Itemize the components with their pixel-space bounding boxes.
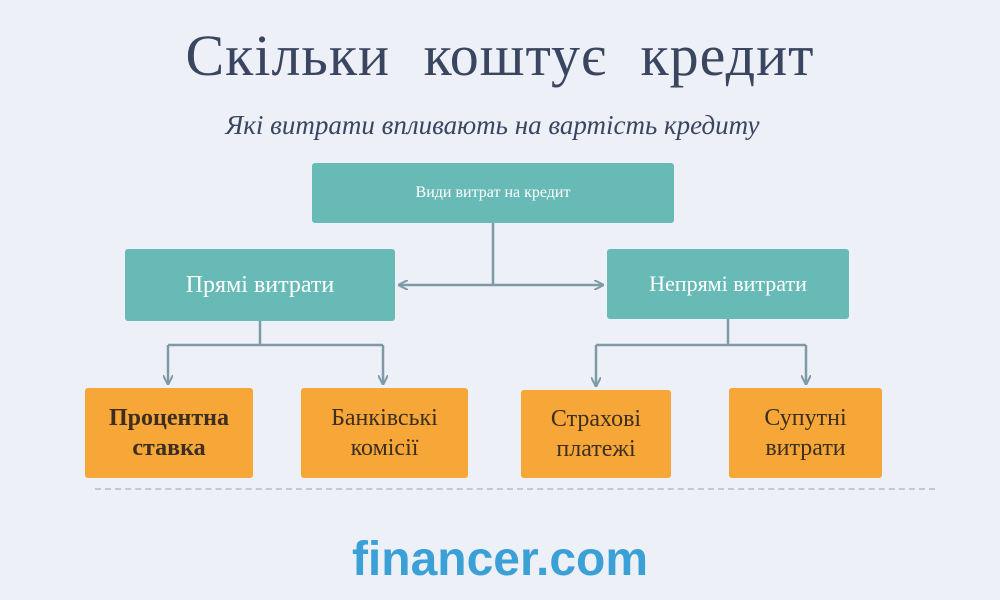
node-cost-types: Види витрат на кредит: [312, 163, 674, 223]
node-indirect-costs: Непрямі витрати: [607, 249, 849, 319]
node-insurance-payments: Страхові платежі: [521, 390, 671, 478]
node-interest-rate: Процентна ставка: [85, 388, 253, 478]
divider: [95, 488, 935, 490]
node-related-costs: Супутні витрати: [729, 388, 882, 478]
financer-logo: financer.com: [351, 533, 649, 586]
node-bank-fees: Банківські комісії: [301, 388, 468, 478]
node-direct-costs: Прямі витрати: [125, 249, 395, 321]
page-subtitle: Які витрати впливають на вартість кредит…: [225, 110, 760, 140]
page-title: Скільки коштує кредит: [185, 23, 815, 88]
